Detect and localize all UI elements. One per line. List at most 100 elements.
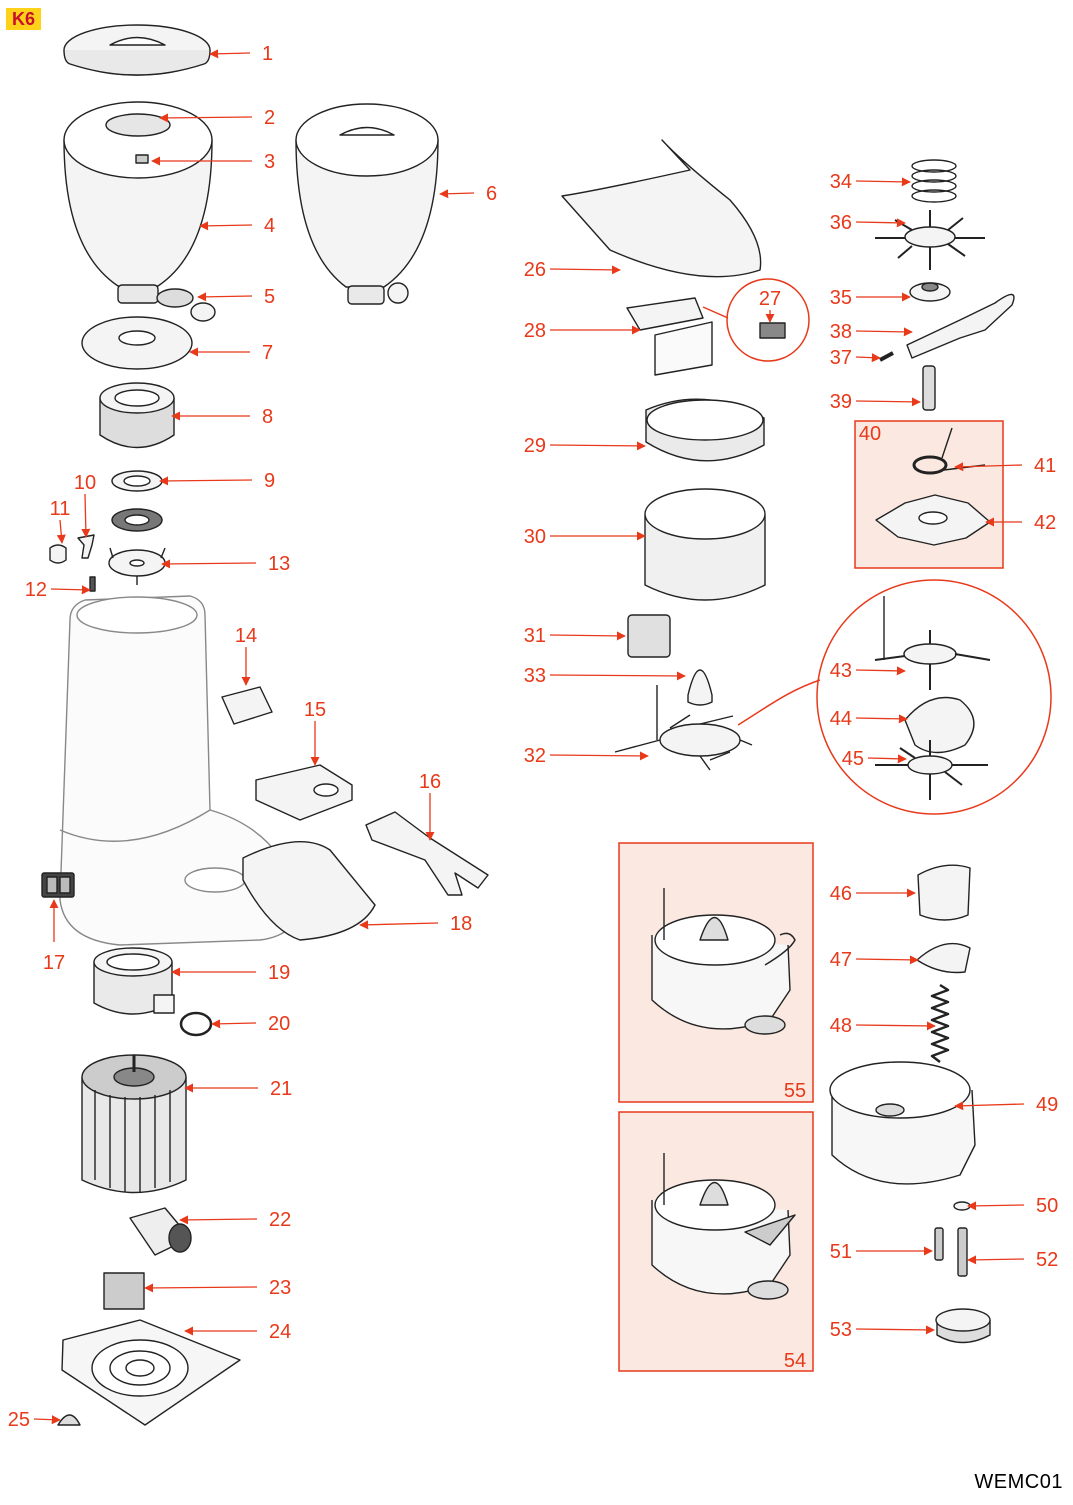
callout-number-44: 44 xyxy=(830,708,852,730)
callout-3: 3 xyxy=(151,151,275,173)
lever-cap-drawing xyxy=(49,544,67,564)
leader-line-11 xyxy=(56,519,66,544)
callout-53: 53 xyxy=(830,1319,935,1341)
burr-carrier-drawing xyxy=(99,382,175,449)
detail-bubble-27-pointer xyxy=(702,306,729,319)
leader-line-33 xyxy=(549,671,686,681)
base-plate-drawing xyxy=(61,1319,241,1426)
capacitor-drawing xyxy=(129,1207,192,1256)
doser-assembly-b-drawing xyxy=(651,1153,796,1300)
rocker-switch-drawing xyxy=(41,872,75,898)
callout-number-6: 6 xyxy=(486,183,497,205)
callout-15: 15 xyxy=(304,699,326,766)
callout-20: 20 xyxy=(211,1013,290,1035)
callout-number-51: 51 xyxy=(830,1241,852,1263)
leader-line-41 xyxy=(954,462,1023,472)
grinding-burrs-drawing xyxy=(111,470,163,532)
callout-42: 42 xyxy=(985,512,1056,534)
callout-number-34: 34 xyxy=(830,171,852,193)
hopper-short-drawing xyxy=(63,101,213,304)
callout-23: 23 xyxy=(144,1277,291,1299)
callout-number-38: 38 xyxy=(830,321,852,343)
ratchet-hub-drawing xyxy=(909,282,951,302)
fork-cover-drawing xyxy=(255,764,353,821)
callout-24: 24 xyxy=(184,1321,291,1343)
callout-4: 4 xyxy=(199,215,275,237)
dose-plate-drawing xyxy=(904,696,975,754)
leader-line-29 xyxy=(549,441,646,451)
leader-line-9 xyxy=(159,476,253,486)
callout-8: 8 xyxy=(171,406,273,428)
switch-housing-drawing xyxy=(221,686,273,725)
rubber-foot-drawing xyxy=(57,1414,81,1426)
callout-28: 28 xyxy=(524,320,641,342)
callout-number-30: 30 xyxy=(524,526,546,548)
drip-tray-drawing xyxy=(242,840,376,941)
callout-10: 10 xyxy=(74,472,96,538)
callout-12: 12 xyxy=(25,579,91,601)
leader-line-50 xyxy=(967,1201,1025,1211)
leader-line-43 xyxy=(855,666,906,676)
callout-26: 26 xyxy=(524,259,621,281)
callout-number-55: 55 xyxy=(784,1080,806,1102)
callout-22: 22 xyxy=(179,1209,291,1231)
callout-37: 37 xyxy=(830,347,881,369)
leader-line-4 xyxy=(199,221,253,231)
callout-number-17: 17 xyxy=(43,952,65,974)
leader-line-18 xyxy=(359,920,439,930)
callout-number-19: 19 xyxy=(268,962,290,984)
callout-number-48: 48 xyxy=(830,1015,852,1037)
callout-number-10: 10 xyxy=(74,472,96,494)
callout-number-25: 25 xyxy=(8,1409,30,1431)
callout-number-18: 18 xyxy=(450,913,472,935)
adjustment-lever-drawing xyxy=(77,534,95,559)
callout-14: 14 xyxy=(235,625,257,686)
callout-number-32: 32 xyxy=(524,745,546,767)
model-tag: K6 xyxy=(6,8,42,30)
leader-line-47 xyxy=(855,955,919,965)
leader-line-12 xyxy=(50,585,91,595)
callout-38: 38 xyxy=(830,321,913,343)
washer-drawing xyxy=(953,1201,971,1211)
o-ring-drawing xyxy=(179,1011,213,1037)
detail-bubble-27 xyxy=(726,278,810,362)
micro-switch-drawing xyxy=(759,322,786,339)
leader-line-22 xyxy=(179,1215,258,1225)
callout-number-35: 35 xyxy=(830,287,852,309)
callout-47: 47 xyxy=(830,949,919,971)
callout-44: 44 xyxy=(830,708,908,730)
callout-number-22: 22 xyxy=(269,1209,291,1231)
spout-cap-drawing xyxy=(917,864,971,921)
callout-1: 1 xyxy=(209,43,273,65)
callout-number-28: 28 xyxy=(524,320,546,342)
pivot-pin-drawing xyxy=(957,1227,968,1277)
grinder-body-drawing xyxy=(59,595,301,946)
callout-48: 48 xyxy=(830,1015,936,1037)
spacer-pin-drawing xyxy=(922,365,936,411)
callout-49: 49 xyxy=(954,1094,1058,1116)
leader-line-10 xyxy=(81,493,91,538)
callout-13: 13 xyxy=(161,553,290,575)
callout-36: 36 xyxy=(830,212,906,234)
hopper-shutter-drawing xyxy=(156,288,216,322)
callout-2: 2 xyxy=(159,107,275,129)
star-wheel-drawing xyxy=(875,210,985,270)
leader-line-5 xyxy=(197,292,253,302)
callout-number-45: 45 xyxy=(842,748,864,770)
star-wheel-assembly-drawing xyxy=(614,685,753,771)
doser-nut-drawing xyxy=(627,614,671,658)
callout-50: 50 xyxy=(967,1195,1058,1217)
portafilter-fork-drawing xyxy=(365,811,489,896)
leader-line-34 xyxy=(855,177,911,187)
leader-line-25 xyxy=(33,1415,61,1425)
leader-line-45 xyxy=(867,754,907,764)
leader-line-39 xyxy=(855,397,921,407)
leader-line-6 xyxy=(439,189,475,199)
callout-number-46: 46 xyxy=(830,883,852,905)
callout-number-4: 4 xyxy=(264,215,275,237)
leader-line-23 xyxy=(144,1283,258,1293)
doser-lid-drawing xyxy=(561,139,762,278)
callout-number-26: 26 xyxy=(524,259,546,281)
callout-number-31: 31 xyxy=(524,625,546,647)
